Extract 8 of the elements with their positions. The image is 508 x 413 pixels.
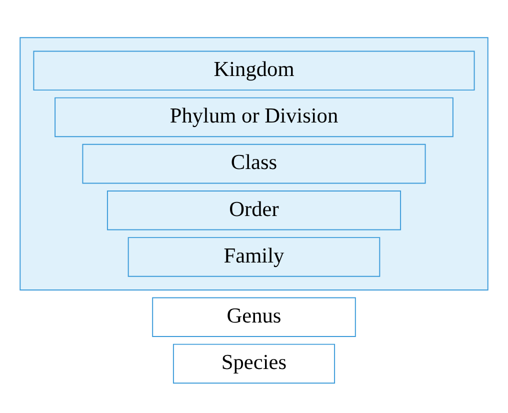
node-box: Kingdom (33, 50, 475, 91)
node-box: Family (128, 237, 380, 277)
node-box: Phylum or Division (54, 97, 454, 138)
node-box: Genus (152, 297, 356, 338)
cluster (20, 37, 488, 290)
node-box: Order (106, 190, 402, 230)
node-box: Class (82, 144, 426, 184)
node-box: Species (172, 344, 336, 384)
